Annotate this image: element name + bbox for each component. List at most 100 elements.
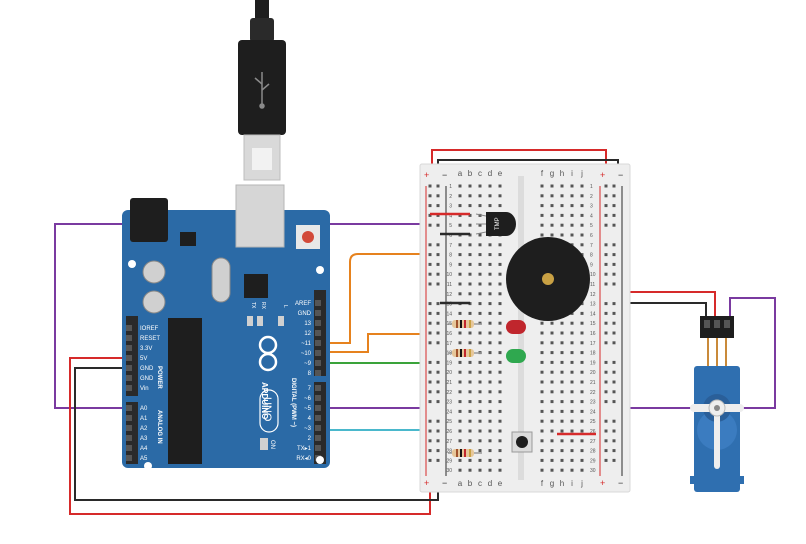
breadboard-hole[interactable] xyxy=(458,282,462,286)
breadboard-hole[interactable] xyxy=(498,194,502,198)
header-pin[interactable] xyxy=(126,365,132,371)
breadboard-hole[interactable] xyxy=(478,194,482,198)
breadboard-hole[interactable] xyxy=(488,194,492,198)
breadboard-hole[interactable] xyxy=(550,321,554,325)
breadboard-hole[interactable] xyxy=(580,321,584,325)
rail-hole[interactable] xyxy=(612,282,616,286)
breadboard-hole[interactable] xyxy=(488,458,492,462)
breadboard-hole[interactable] xyxy=(580,380,584,384)
breadboard-hole[interactable] xyxy=(550,439,554,443)
breadboard-hole[interactable] xyxy=(550,409,554,413)
rail-hole[interactable] xyxy=(604,360,608,364)
breadboard-hole[interactable] xyxy=(498,400,502,404)
rail-hole[interactable] xyxy=(428,302,432,306)
header-pin[interactable] xyxy=(315,395,321,401)
breadboard-hole[interactable] xyxy=(488,184,492,188)
rail-hole[interactable] xyxy=(436,341,440,345)
breadboard-hole[interactable] xyxy=(478,213,482,217)
header-pin[interactable] xyxy=(126,325,132,331)
breadboard-hole[interactable] xyxy=(560,204,564,208)
rail-hole[interactable] xyxy=(612,429,616,433)
rail-hole[interactable] xyxy=(428,370,432,374)
breadboard-hole[interactable] xyxy=(498,331,502,335)
breadboard-hole[interactable] xyxy=(498,468,502,472)
rail-hole[interactable] xyxy=(604,204,608,208)
breadboard-hole[interactable] xyxy=(488,390,492,394)
rail-hole[interactable] xyxy=(612,272,616,276)
breadboard-hole[interactable] xyxy=(580,351,584,355)
breadboard-hole[interactable] xyxy=(458,213,462,217)
rail-hole[interactable] xyxy=(604,341,608,345)
rail-hole[interactable] xyxy=(436,321,440,325)
breadboard-hole[interactable] xyxy=(478,370,482,374)
rail-hole[interactable] xyxy=(436,311,440,315)
breadboard-hole[interactable] xyxy=(498,458,502,462)
rail-hole[interactable] xyxy=(436,272,440,276)
rail-hole[interactable] xyxy=(436,194,440,198)
rail-hole[interactable] xyxy=(428,429,432,433)
breadboard-hole[interactable] xyxy=(468,292,472,296)
breadboard-hole[interactable] xyxy=(498,253,502,257)
breadboard-hole[interactable] xyxy=(580,390,584,394)
breadboard-hole[interactable] xyxy=(478,390,482,394)
breadboard-hole[interactable] xyxy=(550,419,554,423)
rail-hole[interactable] xyxy=(428,331,432,335)
breadboard-hole[interactable] xyxy=(560,449,564,453)
breadboard-hole[interactable] xyxy=(458,272,462,276)
breadboard-hole[interactable] xyxy=(478,233,482,237)
header-pin[interactable] xyxy=(315,405,321,411)
breadboard-hole[interactable] xyxy=(550,233,554,237)
breadboard-hole[interactable] xyxy=(468,311,472,315)
breadboard-hole[interactable] xyxy=(458,419,462,423)
breadboard-hole[interactable] xyxy=(468,370,472,374)
rail-hole[interactable] xyxy=(612,400,616,404)
rail-hole[interactable] xyxy=(612,213,616,217)
rail-hole[interactable] xyxy=(604,419,608,423)
breadboard-hole[interactable] xyxy=(458,311,462,315)
breadboard-hole[interactable] xyxy=(468,253,472,257)
breadboard-hole[interactable] xyxy=(468,213,472,217)
breadboard-hole[interactable] xyxy=(468,409,472,413)
breadboard-hole[interactable] xyxy=(570,449,574,453)
rail-hole[interactable] xyxy=(612,360,616,364)
rail-hole[interactable] xyxy=(604,331,608,335)
header-pin[interactable] xyxy=(315,425,321,431)
header-pin[interactable] xyxy=(126,385,132,391)
breadboard-hole[interactable] xyxy=(560,419,564,423)
breadboard-hole[interactable] xyxy=(478,409,482,413)
breadboard-hole[interactable] xyxy=(468,429,472,433)
breadboard-hole[interactable] xyxy=(488,253,492,257)
rail-hole[interactable] xyxy=(436,458,440,462)
breadboard-hole[interactable] xyxy=(488,360,492,364)
breadboard-hole[interactable] xyxy=(458,400,462,404)
rail-hole[interactable] xyxy=(612,194,616,198)
breadboard-hole[interactable] xyxy=(468,184,472,188)
breadboard-hole[interactable] xyxy=(540,429,544,433)
breadboard-hole[interactable] xyxy=(488,311,492,315)
rail-hole[interactable] xyxy=(604,272,608,276)
breadboard-hole[interactable] xyxy=(458,223,462,227)
breadboard-hole[interactable] xyxy=(488,204,492,208)
breadboard-hole[interactable] xyxy=(570,331,574,335)
breadboard-hole[interactable] xyxy=(468,439,472,443)
breadboard-hole[interactable] xyxy=(488,341,492,345)
rail-hole[interactable] xyxy=(428,184,432,188)
breadboard-hole[interactable] xyxy=(478,439,482,443)
breadboard-hole[interactable] xyxy=(570,390,574,394)
breadboard-hole[interactable] xyxy=(540,380,544,384)
breadboard-hole[interactable] xyxy=(550,370,554,374)
breadboard-hole[interactable] xyxy=(540,468,544,472)
breadboard-hole[interactable] xyxy=(468,360,472,364)
breadboard-hole[interactable] xyxy=(560,341,564,345)
breadboard-hole[interactable] xyxy=(488,380,492,384)
rail-hole[interactable] xyxy=(436,370,440,374)
breadboard-hole[interactable] xyxy=(540,409,544,413)
breadboard-hole[interactable] xyxy=(498,262,502,266)
breadboard-hole[interactable] xyxy=(540,449,544,453)
rail-hole[interactable] xyxy=(436,380,440,384)
rail-hole[interactable] xyxy=(428,419,432,423)
breadboard-hole[interactable] xyxy=(560,223,564,227)
breadboard-hole[interactable] xyxy=(560,458,564,462)
rail-hole[interactable] xyxy=(604,243,608,247)
breadboard-hole[interactable] xyxy=(580,360,584,364)
